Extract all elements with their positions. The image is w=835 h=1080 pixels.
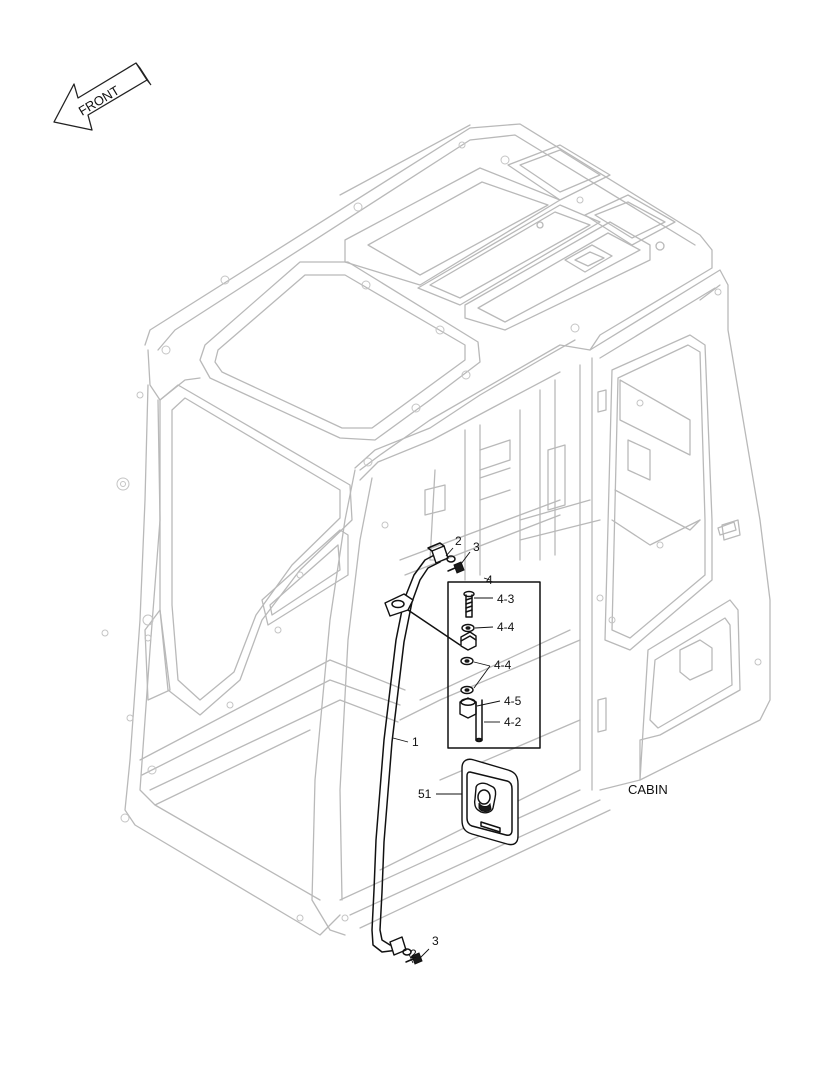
assembly-label-cabin: CABIN — [628, 782, 668, 797]
callout-51: 51 — [418, 787, 432, 801]
callout-3-bottom: 3 — [432, 934, 439, 948]
mirror-51 — [461, 758, 519, 846]
callout-3-top: 3 — [473, 540, 480, 554]
callout-4-3: 4-3 — [497, 592, 515, 606]
callout-4-5: 4-5 — [504, 694, 522, 708]
callout-4: 4 — [486, 573, 493, 587]
callout-4-2: 4-2 — [504, 715, 522, 729]
callout-1: 1 — [412, 735, 419, 749]
callout-4-4-upper: 4-4 — [497, 620, 515, 634]
mirror-rod — [371, 542, 461, 956]
callout-labels: 2 3 4 4-3 4-4 4-4 4-5 4-2 1 51 2 3 CABIN — [410, 534, 668, 961]
callout-2-top: 2 — [455, 534, 462, 548]
callout-4-4-lower: 4-4 — [494, 658, 512, 672]
cabin-outline — [101, 123, 771, 936]
callout-2-bottom: 2 — [410, 947, 417, 961]
top-fasteners — [446, 555, 465, 574]
detail-box-4 — [447, 581, 541, 749]
leader-lines — [392, 547, 501, 964]
front-arrow-icon: FRONT — [53, 62, 152, 131]
